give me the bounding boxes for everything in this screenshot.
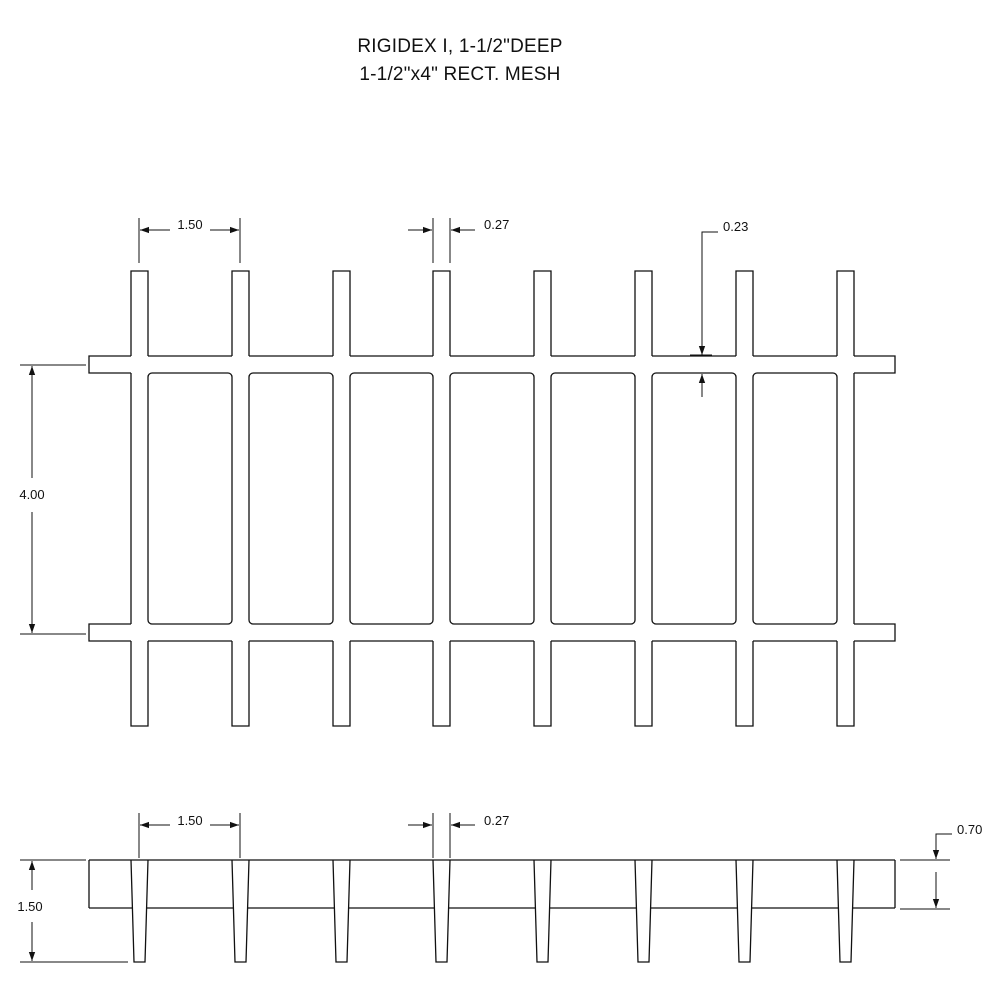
plan-bar-bottom-stub [533,641,552,727]
drawing-title-line-2: 1-1/2"x4" RECT. MESH [359,64,561,85]
plan-spacing-label: 1.50 [177,217,202,232]
plan-bar-top-stub [836,270,855,356]
plan-bar-top-stub [533,270,552,356]
section-spacing-dimension: 1.50 [138,813,241,858]
plan-view: 1.50 0.27 0.23 4.00 [19,217,896,727]
plan-mesh-opening [651,372,737,625]
section-tapered-bar [735,859,754,963]
section-grating-outline [88,859,896,963]
section-overall-depth-dimension: 1.50 [17,859,128,963]
plan-bar-top-stub [634,270,653,356]
section-tapered-bar [533,859,552,963]
plan-bar-bottom-stub [432,641,451,727]
plan-spacing-dimension: 1.50 [138,217,241,263]
plan-bar-width-label: 0.27 [484,217,509,232]
section-overall-depth-label: 1.50 [17,899,42,914]
section-cross-bar-depth-dimension: 0.70 [900,822,982,910]
section-tapered-bar [836,859,855,963]
plan-bar-top-stub [231,270,250,356]
plan-mesh-length-label: 4.00 [19,487,44,502]
plan-mesh-opening [449,372,535,625]
plan-mesh-opening [550,372,636,625]
plan-bar-top-stub [332,270,351,356]
plan-mesh-opening [248,372,334,625]
plan-bar-bottom-stub [332,641,351,727]
plan-bar-top-stub [130,270,149,356]
plan-bar-bottom-stub [634,641,653,727]
section-spacing-label: 1.50 [177,813,202,828]
plan-bar-bottom-stub [735,641,754,727]
plan-bar-width-dimension: 0.27 [408,217,509,263]
plan-bar-top-stub [432,270,451,356]
section-tapered-bar [432,859,451,963]
section-tapered-bar [634,859,653,963]
plan-bar-bottom-stub [836,641,855,727]
drawing-title-line-1: RIGIDEX I, 1-1/2"DEEP [357,36,563,57]
plan-bar-bottom-stub [231,641,250,727]
plan-mesh-opening [147,372,233,625]
plan-grating-outline [88,270,896,727]
plan-cross-bar-dimension: 0.23 [690,219,748,397]
plan-cross-bar-end-right [854,355,896,374]
plan-cross-bar-label: 0.23 [723,219,748,234]
section-tapered-bar [332,859,351,963]
section-bar-width-dimension: 0.27 [408,813,509,858]
plan-mesh-opening [349,372,434,625]
section-view: 1.50 0.27 0.70 1.50 [17,813,982,963]
section-cross-bar-depth-label: 0.70 [957,822,982,837]
section-tapered-bar [130,859,149,963]
plan-bar-bottom-stub [130,641,149,727]
section-tapered-bar [231,859,250,963]
plan-bar-top-stub [735,270,754,356]
plan-cross-bar-end-right [854,623,896,642]
plan-mesh-length-dimension: 4.00 [19,364,86,635]
plan-cross-bar-end-left [88,355,131,374]
section-bar-width-label: 0.27 [484,813,509,828]
plan-mesh-opening [752,372,838,625]
plan-cross-bar-end-left [88,623,131,642]
